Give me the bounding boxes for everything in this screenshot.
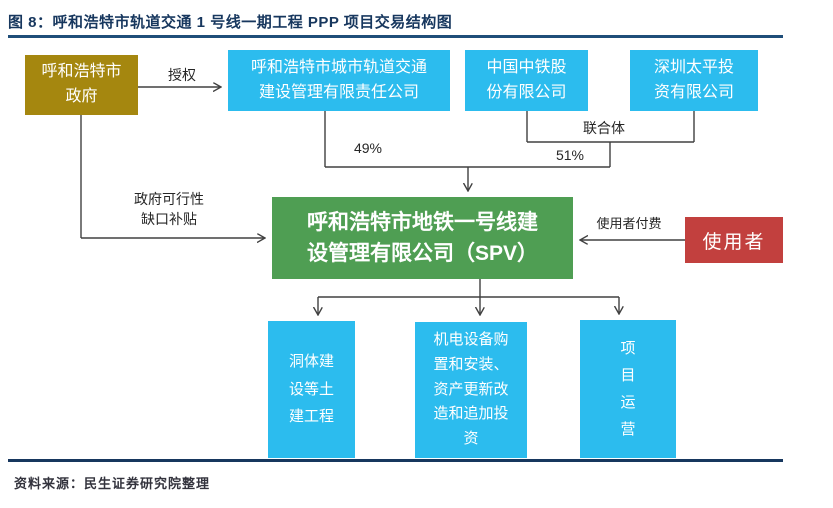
- label-viability-gap-subsidy: 政府可行性 缺口补贴: [134, 191, 204, 228]
- node-government: 呼和浩特市 政府: [25, 55, 138, 115]
- title-underline: [8, 35, 783, 38]
- node-project-operation: 项 目 运 营: [580, 320, 676, 458]
- label-authorize: 授权: [168, 67, 196, 83]
- node-equipment-investment: 机电设备购 置和安装、 资产更新改 造和追加投 资: [415, 322, 527, 458]
- node-user: 使用者: [685, 217, 783, 263]
- node-rail-transit-group: 呼和浩特市城市轨道交通 建设管理有限责任公司: [228, 50, 450, 111]
- footer-rule: [8, 459, 783, 462]
- label-consortium: 联合体: [583, 120, 625, 136]
- label-user-payment: 使用者付费: [596, 216, 662, 231]
- label-stake-49: 49%: [353, 140, 383, 156]
- node-china-railway: 中国中铁股 份有限公司: [465, 50, 588, 111]
- node-civil-works: 洞体建 设等土 建工程: [268, 321, 355, 458]
- source-note: 资料来源：民生证券研究院整理: [14, 476, 211, 491]
- node-shenzhen-taiping: 深圳太平投 资有限公司: [630, 50, 758, 111]
- node-spv: 呼和浩特市地铁一号线建 设管理有限公司（SPV）: [272, 197, 573, 279]
- figure-title: 图 8：呼和浩特市轨道交通 1 号线一期工程 PPP 项目交易结构图: [8, 14, 453, 31]
- label-stake-51: 51%: [555, 147, 585, 163]
